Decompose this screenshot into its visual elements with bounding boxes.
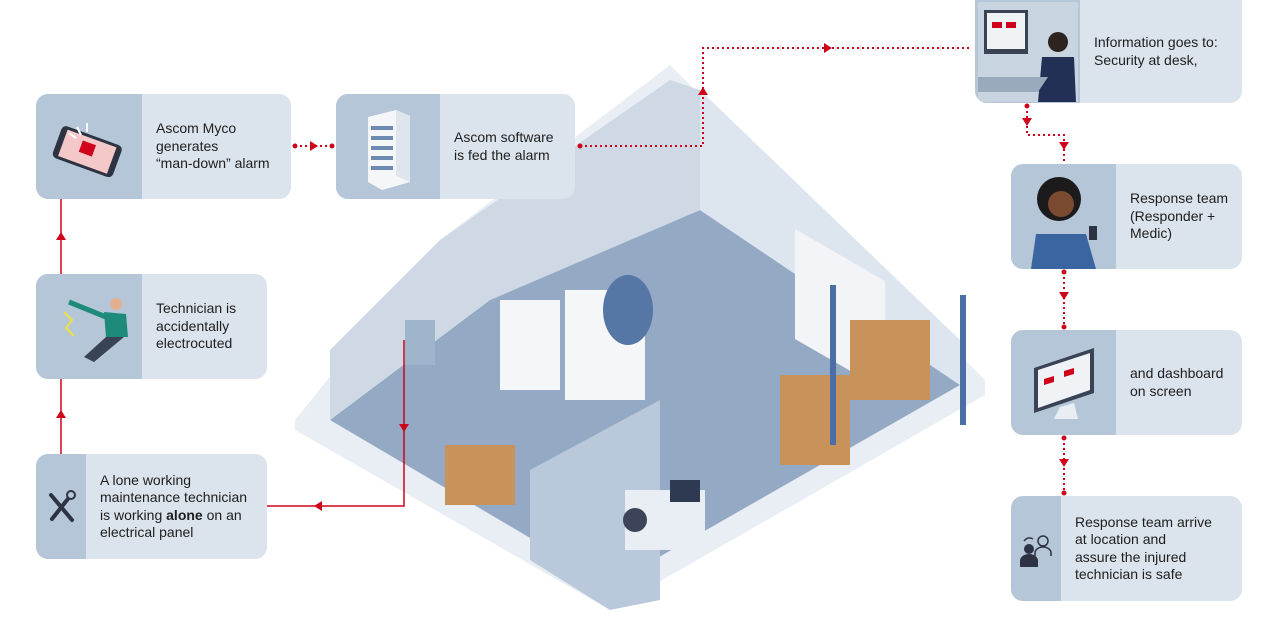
step-software: Ascom software is fed the alarm [336, 94, 575, 199]
step-text: Ascom Myco generates “man-down” alarm [156, 120, 270, 172]
step-text: A lone working maintenance technician is… [100, 472, 247, 542]
step-dashboard: and dashboard on screen [1011, 330, 1242, 435]
factory-building-illustration [295, 65, 985, 610]
step-text: Response team arrive at location and ass… [1075, 513, 1212, 583]
step-response-team: Response team (Responder + Medic) [1011, 164, 1242, 269]
step-text-bold: alone [166, 506, 203, 523]
dotted-connectors [295, 47, 1065, 493]
step-myco-alarm: Ascom Myco generates “man-down” alarm [36, 94, 291, 199]
step-text-post: on an electrical panel [100, 506, 242, 541]
step-security: Information goes to: Security at desk, [975, 0, 1242, 103]
responder-icon [1011, 164, 1116, 269]
step-text: Ascom software is fed the alarm [454, 129, 554, 163]
step-team-arrive: Response team arrive at location and ass… [1011, 496, 1242, 601]
step-text-pre: A lone working maintenance technician is… [100, 471, 248, 523]
smartphone-alarm-icon [36, 94, 142, 199]
step-text: Response team (Responder + Medic) [1130, 190, 1229, 242]
monitor-dashboard-icon [1011, 330, 1116, 435]
step-lone-worker: A lone working maintenance technician is… [36, 454, 267, 559]
step-text: Technician is accidentally electrocuted [156, 300, 237, 352]
electrocuted-technician-icon [36, 274, 142, 379]
step-electrocuted: Technician is accidentally electrocuted [36, 274, 267, 379]
security-desk-icon [975, 0, 1080, 103]
step-text: Information goes to: Security at desk, [1094, 34, 1218, 68]
team-arrive-icon [1011, 496, 1061, 601]
tools-icon [36, 454, 86, 559]
server-icon [336, 94, 440, 199]
step-text: and dashboard on screen [1130, 365, 1224, 399]
